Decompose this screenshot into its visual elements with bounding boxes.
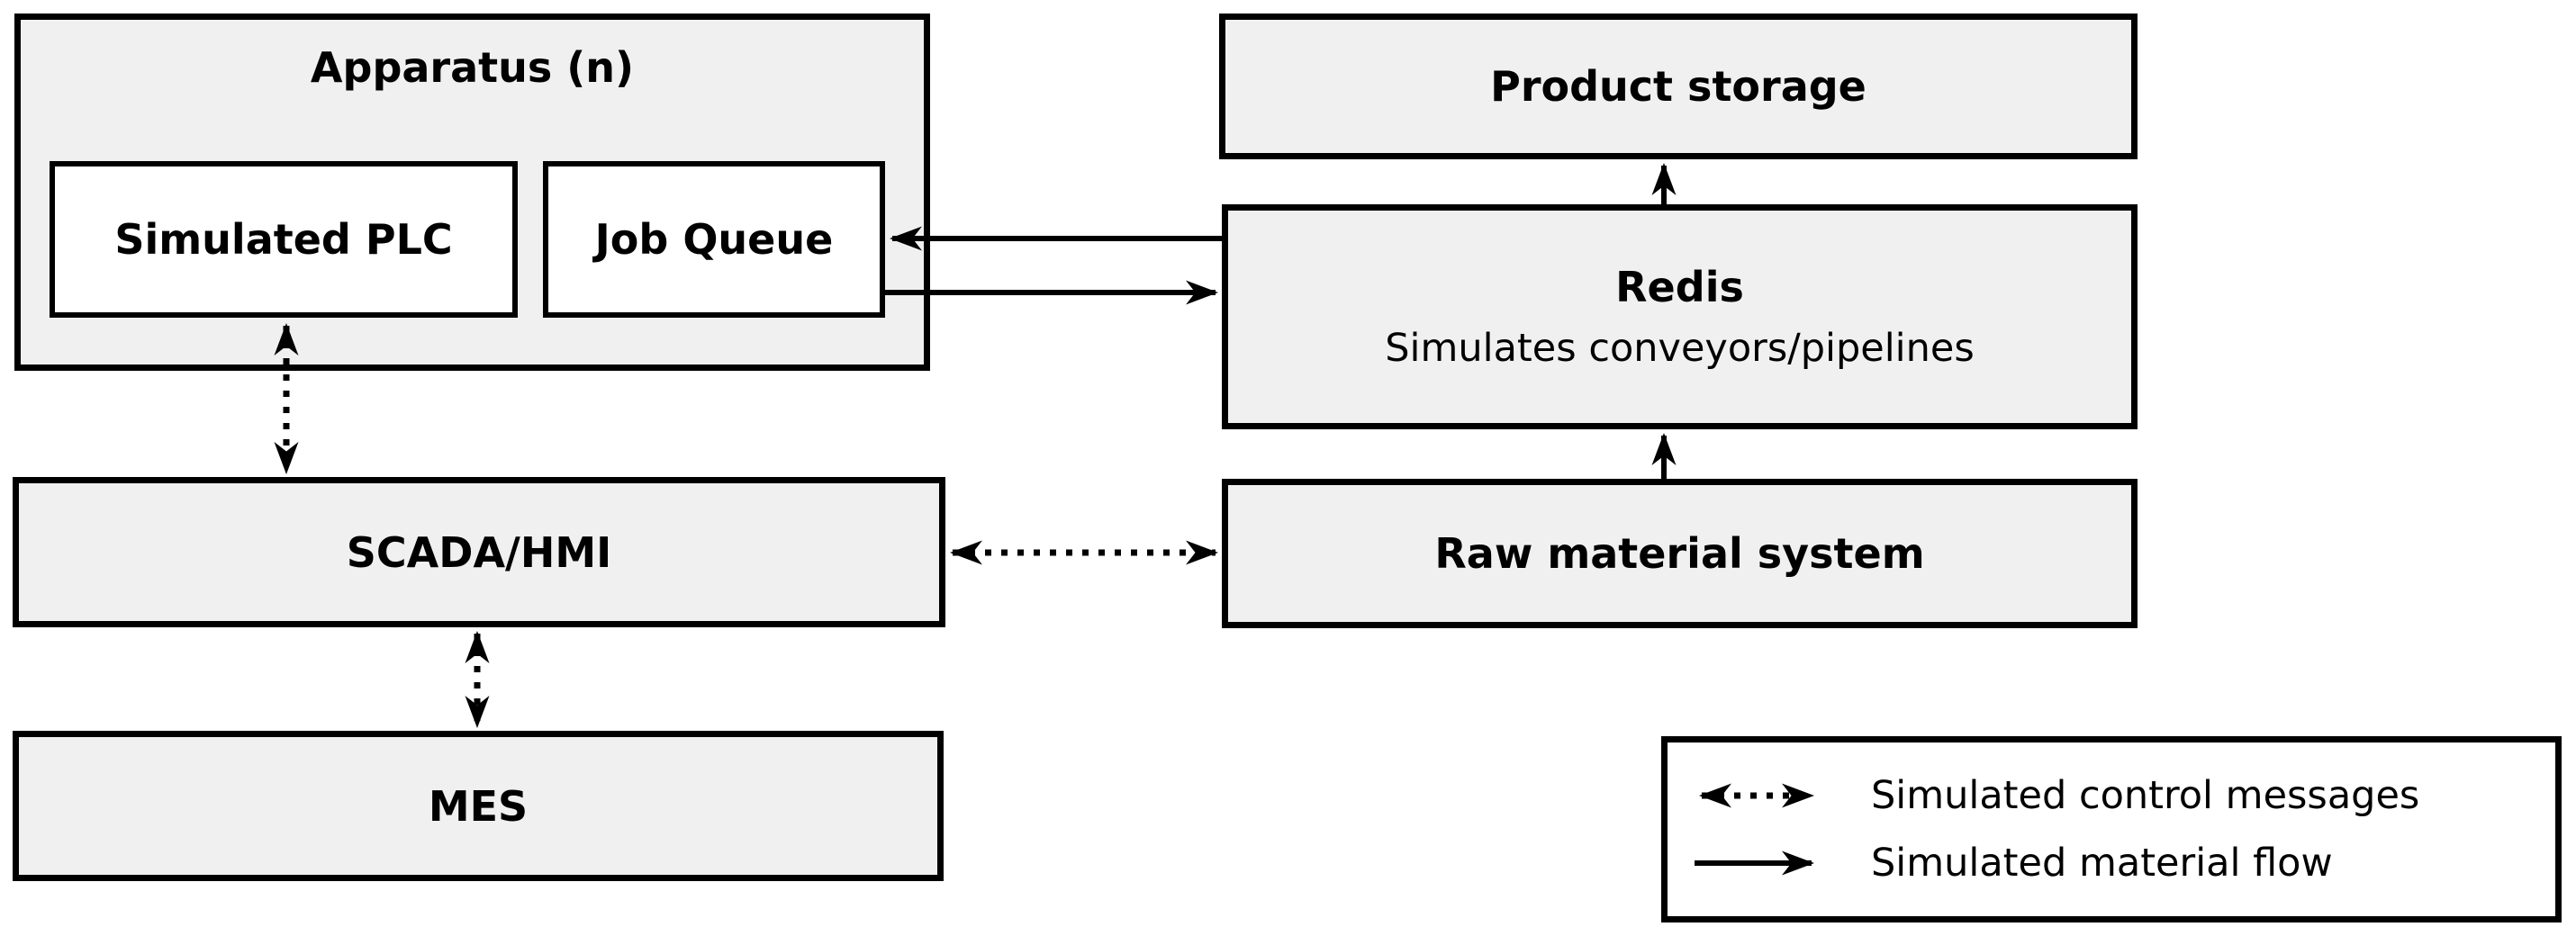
legend-label-material-flow: Simulated material flow bbox=[1871, 840, 2333, 886]
scada-hmi-label: SCADA/HMI bbox=[346, 527, 612, 577]
redis-title: Redis bbox=[1615, 263, 1744, 311]
legend-label-control-messages: Simulated control messages bbox=[1871, 773, 2420, 819]
mes-node: MES bbox=[13, 731, 944, 881]
job-queue-label: Job Queue bbox=[594, 215, 834, 264]
job-queue-node: Job Queue bbox=[543, 161, 885, 318]
redis-node: Redis Simulates conveyors/pipelines bbox=[1222, 204, 2138, 429]
raw-material-node: Raw material system bbox=[1222, 479, 2138, 628]
simulated-plc-label: Simulated PLC bbox=[114, 215, 453, 264]
legend: Simulated control messages Simulated mat… bbox=[1661, 736, 2562, 922]
mes-label: MES bbox=[428, 781, 529, 831]
legend-row-control-messages: Simulated control messages bbox=[1689, 773, 2555, 818]
raw-material-label: Raw material system bbox=[1434, 529, 1925, 578]
redis-subtitle: Simulates conveyors/pipelines bbox=[1385, 326, 1975, 371]
simulated-plc-node: Simulated PLC bbox=[50, 161, 518, 318]
scada-hmi-node: SCADA/HMI bbox=[13, 477, 945, 627]
legend-row-material-flow: Simulated material flow bbox=[1689, 841, 2555, 886]
solid-arrow-icon bbox=[1695, 850, 1814, 876]
product-storage-node: Product storage bbox=[1219, 14, 2138, 159]
product-storage-label: Product storage bbox=[1490, 62, 1866, 111]
dotted-double-arrow-icon bbox=[1699, 783, 1814, 808]
apparatus-title: Apparatus (n) bbox=[310, 43, 635, 92]
